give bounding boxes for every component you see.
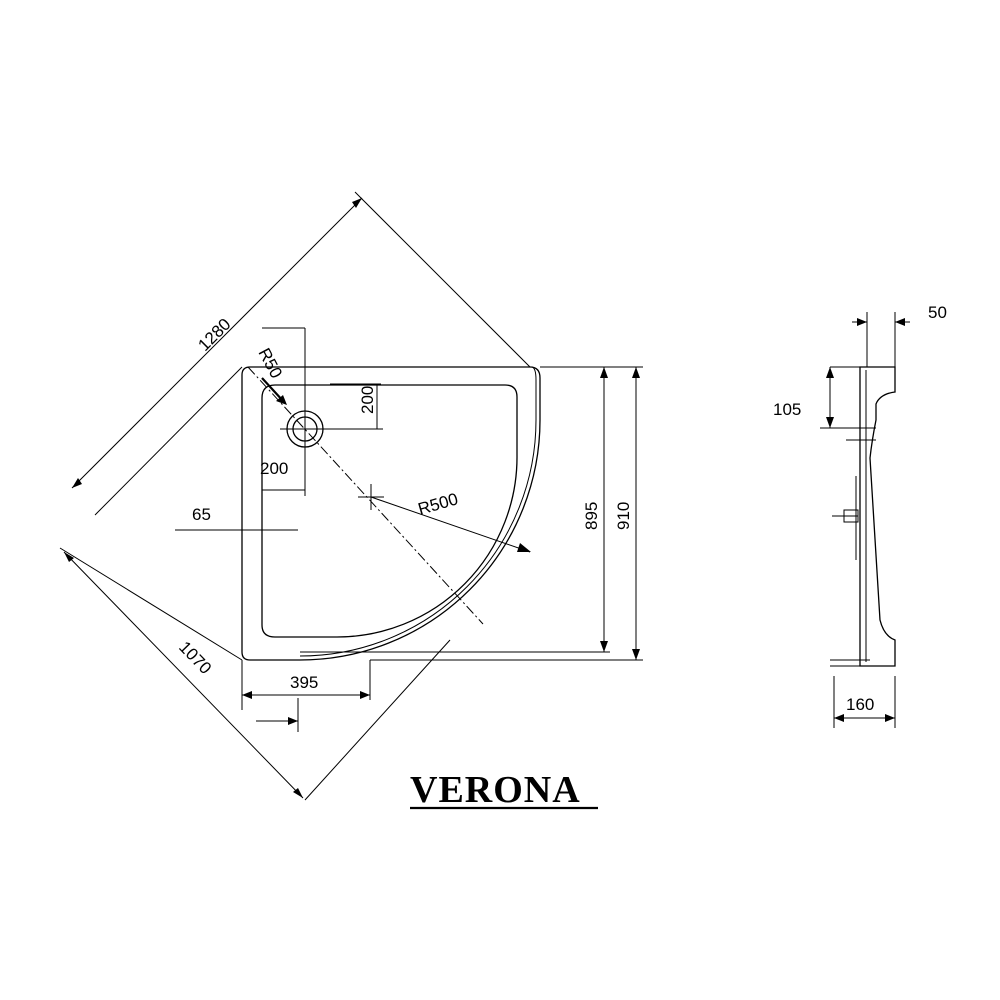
dim-r50: R50 (254, 345, 285, 381)
dim-895: 895 (582, 502, 601, 530)
dim-910: 910 (614, 502, 633, 530)
dim-395: 395 (290, 673, 318, 692)
plan-view: 1280 1070 R50 200 200 65 R500 395 895 91… (59, 191, 643, 801)
section-view: 50 105 160 (773, 303, 947, 728)
tray-rim-outline (299, 366, 537, 657)
product-title: VERONA (410, 769, 581, 811)
dim-1280: 1280 (194, 315, 234, 355)
tray-inner-basin (261, 384, 518, 638)
dim-line-1280 (71, 197, 363, 489)
section-outer-profile (859, 366, 896, 667)
dim-65: 65 (192, 505, 211, 524)
dim-105: 105 (773, 400, 801, 419)
tray-outer-outline (241, 366, 541, 661)
dim-200-top: 200 (358, 386, 377, 414)
diagonal-centerline (247, 366, 484, 625)
dim-50: 50 (928, 303, 947, 322)
dim-r500: R500 (416, 489, 460, 518)
radius-r500-leader (370, 496, 531, 553)
dim-160: 160 (846, 695, 874, 714)
dim-200-left: 200 (260, 459, 288, 478)
dim-line-1070 (63, 551, 304, 799)
